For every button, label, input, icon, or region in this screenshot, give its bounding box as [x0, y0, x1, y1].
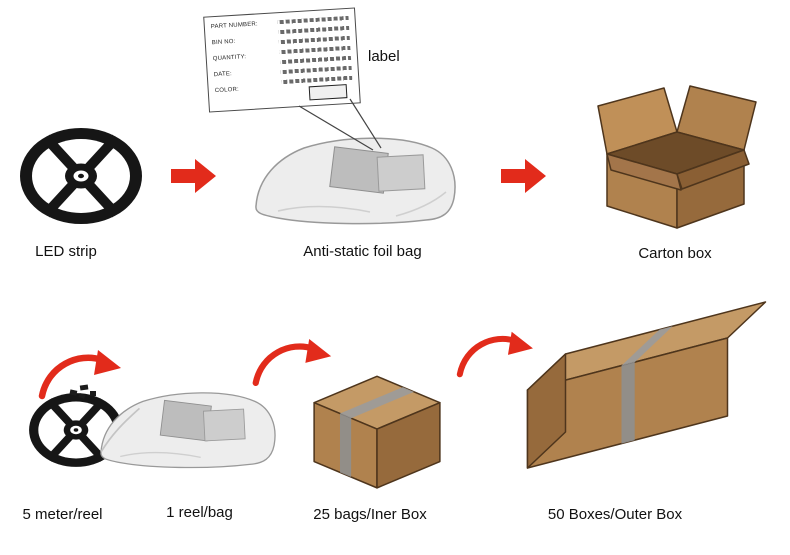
- right-arrow-icon: [500, 156, 548, 196]
- arrow-shape: [171, 159, 216, 193]
- label-callout-box: PART NUMBER: BIN NO: QUANTITY: DATE: COL…: [203, 7, 361, 113]
- label-line: DATE:: [213, 71, 233, 79]
- outer-box-graphic: [526, 301, 767, 469]
- caption-25-bags-inner-box: 25 bags/Iner Box: [313, 506, 427, 523]
- caption-anti-static-foil-bag: Anti-static foil bag: [303, 243, 422, 260]
- open-carton-graphic: [597, 85, 757, 229]
- arrow-shape: [501, 159, 546, 193]
- caption-1-reel-bag: 1 reel/bag: [166, 504, 233, 521]
- label-line: PART NUMBER:: [210, 21, 259, 31]
- label-line: COLOR:: [214, 86, 240, 95]
- label-text-lines: PART NUMBER: BIN NO: QUANTITY: DATE: COL…: [211, 19, 277, 107]
- caption-50-boxes-outer-box: 50 Boxes/Outer Box: [547, 506, 683, 523]
- outer-box-illustration: [512, 282, 780, 494]
- outer-box-tape: [621, 326, 673, 444]
- foil-bag-illustration: [248, 116, 463, 234]
- carton-front-right-flap: [676, 149, 750, 190]
- bag-graphic: [255, 137, 456, 225]
- led-reel-icon: [20, 128, 142, 224]
- curved-arrow-shaft: [252, 343, 317, 387]
- curved-arrow-icon: [36, 346, 124, 400]
- outer-box-left-face: [526, 353, 567, 469]
- bag-label-patch-2: [202, 408, 246, 442]
- caption-5-meter-reel: 5 meter/reel: [22, 506, 103, 523]
- carton-front-left-flap: [606, 153, 682, 191]
- label-line: QUANTITY:: [212, 54, 247, 63]
- inner-box-graphic: [313, 375, 441, 489]
- inner-box-tape: [339, 387, 415, 478]
- curved-arrow-head: [94, 350, 121, 375]
- curved-arrow-icon: [250, 334, 334, 388]
- carton-box-illustration: [572, 76, 772, 234]
- curved-arrow-icon: [454, 328, 536, 378]
- caption-carton-box: Carton box: [638, 245, 712, 262]
- label-code-grid: [277, 15, 353, 87]
- bag-label-patch-2: [376, 154, 426, 192]
- label-callout-title: label: [368, 48, 400, 65]
- reel-graphic: [20, 128, 142, 224]
- label-stamp-field: [308, 84, 348, 101]
- inner-box-illustration: [306, 358, 448, 492]
- small-reel-illustration: [26, 390, 126, 470]
- caption-led-strip: LED strip: [35, 243, 97, 260]
- bag-graphic: [100, 392, 276, 469]
- curved-arrow-shaft: [456, 335, 519, 378]
- label-line: BIN NO:: [211, 38, 236, 47]
- bag-with-reel-illustration: [94, 362, 282, 488]
- reel-graphic: [29, 393, 123, 467]
- curved-arrow-head: [507, 331, 533, 355]
- right-arrow-icon: [170, 156, 218, 196]
- inner-box-right-face: [376, 401, 441, 489]
- led-reel-illustration: [16, 124, 146, 228]
- curved-arrow-head: [305, 339, 332, 363]
- curved-arrow-shaft: [38, 354, 106, 400]
